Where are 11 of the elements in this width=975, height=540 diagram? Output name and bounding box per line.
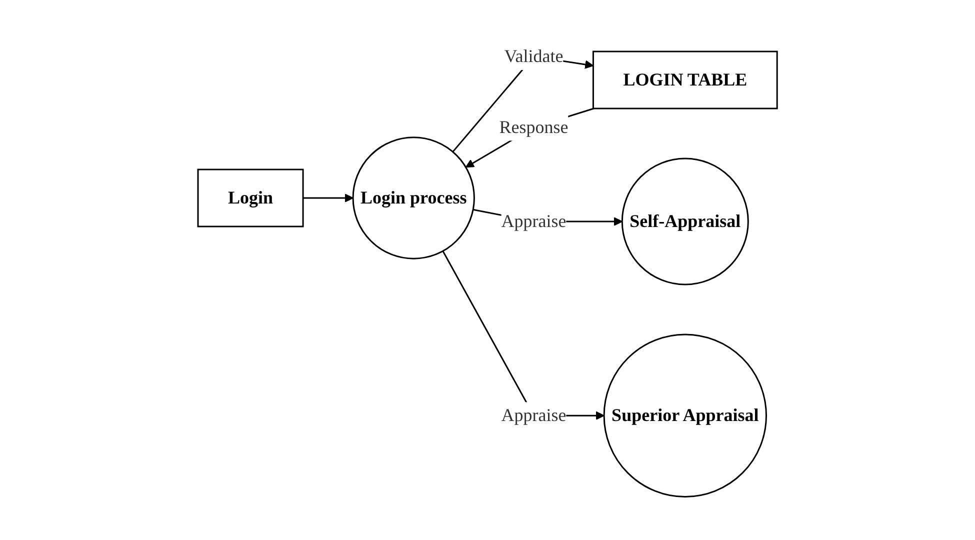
edge-label: Appraise [501,211,566,232]
node-box: Login [197,168,304,228]
arrow [302,194,354,203]
node-circle: Login process [352,136,475,260]
edge-label: Validate [504,46,564,66]
edge-label: Response [499,116,568,137]
node-box: LOGIN TABLE [592,50,778,110]
node-circle: Self-Appraisal [621,158,749,286]
edge-label: Appraise [501,405,566,426]
arrow [465,108,594,168]
node-circle: Superior Appraisal [603,334,767,498]
